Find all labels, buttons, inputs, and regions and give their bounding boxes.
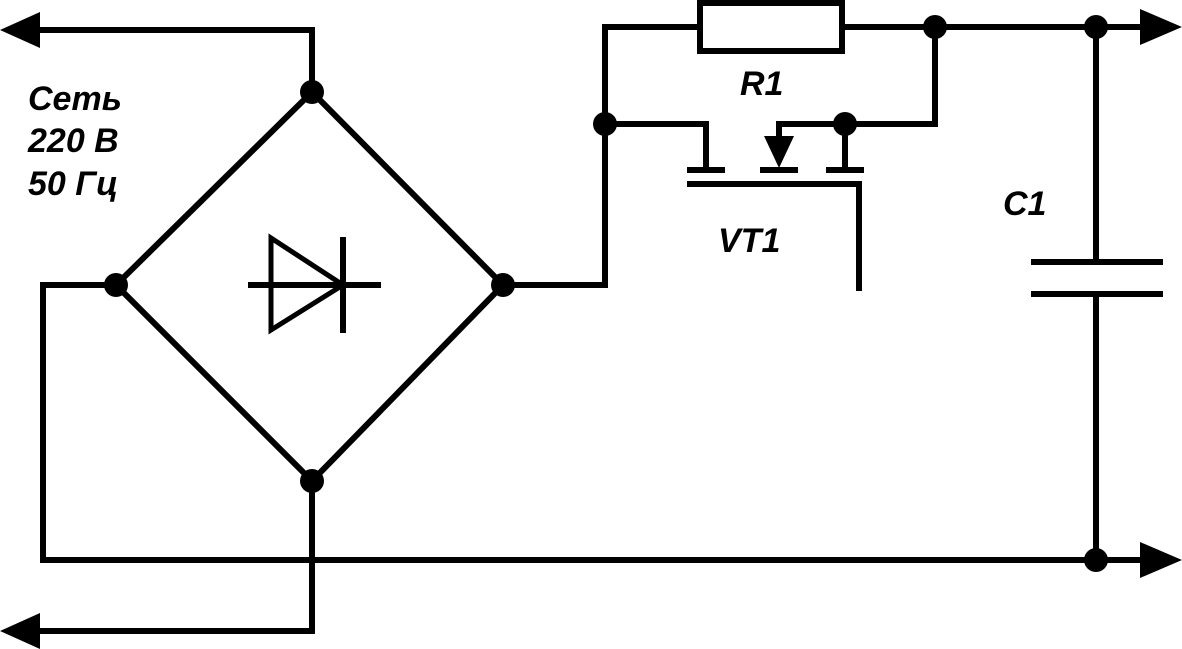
mains-label-line2: 220 В: [27, 122, 119, 160]
mains-label-line3: 50 Гц: [28, 165, 118, 203]
mains-input-bottom-wire: [0, 478, 315, 649]
junction-dots: [104, 15, 1108, 572]
capacitor-c1: [1031, 24, 1163, 563]
transistor-vt1-label: VT1: [718, 222, 780, 260]
mains-label-line1: Сеть: [28, 80, 122, 118]
junction-dot: [923, 15, 947, 39]
arrow-down-icon: [764, 136, 794, 168]
transistor-vt1: [602, 121, 864, 291]
junction-dot: [593, 112, 617, 136]
junction-dot: [300, 80, 324, 104]
negative-return-wire: [40, 282, 1153, 563]
diode-bridge: [111, 87, 508, 486]
mains-input-top-wire: [0, 12, 315, 95]
arrow-left-bottom-icon: [0, 613, 40, 649]
junction-dot: [1084, 548, 1108, 572]
diode-symbol-icon: [248, 233, 381, 335]
resistor-r1-label: R1: [740, 65, 783, 103]
capacitor-c1-label: C1: [1003, 185, 1046, 223]
arrow-left-top-icon: [0, 12, 40, 48]
arrow-right-bottom-icon: [1140, 542, 1182, 578]
junction-dot: [300, 469, 324, 493]
resistor-r1: [697, 0, 845, 54]
bridge-positive-wire: [500, 24, 700, 288]
junction-dot: [1084, 15, 1108, 39]
junction-dot: [491, 273, 515, 297]
arrow-right-top-icon: [1140, 9, 1182, 45]
junction-dot: [104, 273, 128, 297]
r1-feedback-wire: [842, 24, 938, 127]
junction-dot: [833, 112, 857, 136]
